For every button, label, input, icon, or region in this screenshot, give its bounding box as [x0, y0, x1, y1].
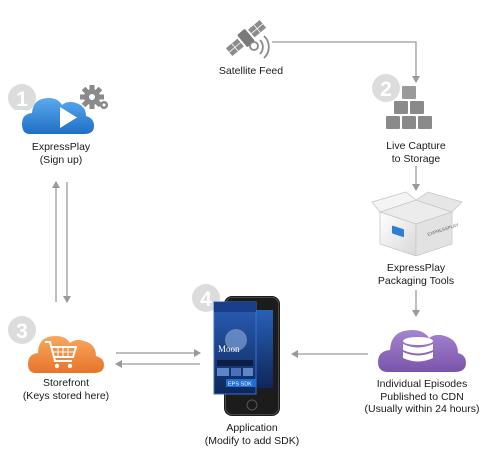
- signup-label-line2: (Sign up): [39, 153, 83, 166]
- satellite-icon: [225, 20, 270, 59]
- gear-icon: [80, 85, 108, 109]
- satellite-feed-label-text: Satellite Feed: [218, 65, 284, 77]
- episodes-label-line3: (Usually within 24 hours): [364, 403, 480, 415]
- screen-title: Moon: [218, 344, 240, 354]
- application-label-line2: (Modify to add SDK): [204, 434, 300, 447]
- arrows: [52, 41, 420, 368]
- step-4-number: 4: [200, 288, 212, 311]
- step-3-badge: 3: [8, 316, 36, 344]
- application-label-line1: Application: [226, 422, 278, 434]
- signup-label-line1: ExpressPlay: [31, 141, 91, 153]
- satellite-feed-label: Satellite Feed: [196, 65, 306, 78]
- arrow-satellite-to-capture: [272, 41, 420, 83]
- capture-label-line2: to Storage: [391, 152, 441, 165]
- database-cloud-icon: [378, 330, 466, 372]
- application-label: Application (Modify to add SDK): [182, 422, 322, 447]
- step-2-number: 2: [380, 78, 392, 101]
- capture-label: Live Capture to Storage: [361, 140, 471, 165]
- step-3-number: 3: [16, 320, 28, 343]
- screen-sdk-label: EPS SDK: [228, 382, 252, 388]
- step-1-badge: 1: [8, 84, 36, 112]
- step-1-number: 1: [16, 88, 28, 111]
- package-box-icon: EXPRESSPLAY: [371, 191, 463, 257]
- episodes-label-line1: Individual Episodes: [376, 378, 468, 390]
- cloud-play-icon: [2, 98, 94, 134]
- smartphone-icon: Moon EPS SDK: [213, 296, 280, 416]
- episodes-label: Individual Episodes Published to CDN (Us…: [354, 378, 490, 416]
- signup-label: ExpressPlay (Sign up): [6, 141, 116, 166]
- storefront-label-line1: Storefront: [42, 377, 90, 389]
- packaging-label-line1: ExpressPlay: [386, 262, 446, 274]
- packaging-label: ExpressPlay Packaging Tools: [356, 262, 476, 287]
- packaging-label-line2: Packaging Tools: [377, 274, 455, 287]
- shopping-cart-cloud-icon: [28, 336, 104, 373]
- step-2-badge: 2: [372, 74, 400, 102]
- capture-label-line1: Live Capture: [386, 140, 446, 152]
- episodes-label-line2: Published to CDN: [380, 390, 464, 403]
- storage-boxes-icon: [386, 86, 432, 129]
- step-4-badge: 4: [192, 284, 220, 312]
- storefront-label-line2: (Keys stored here): [22, 389, 110, 402]
- storefront-label: Storefront (Keys stored here): [6, 377, 126, 402]
